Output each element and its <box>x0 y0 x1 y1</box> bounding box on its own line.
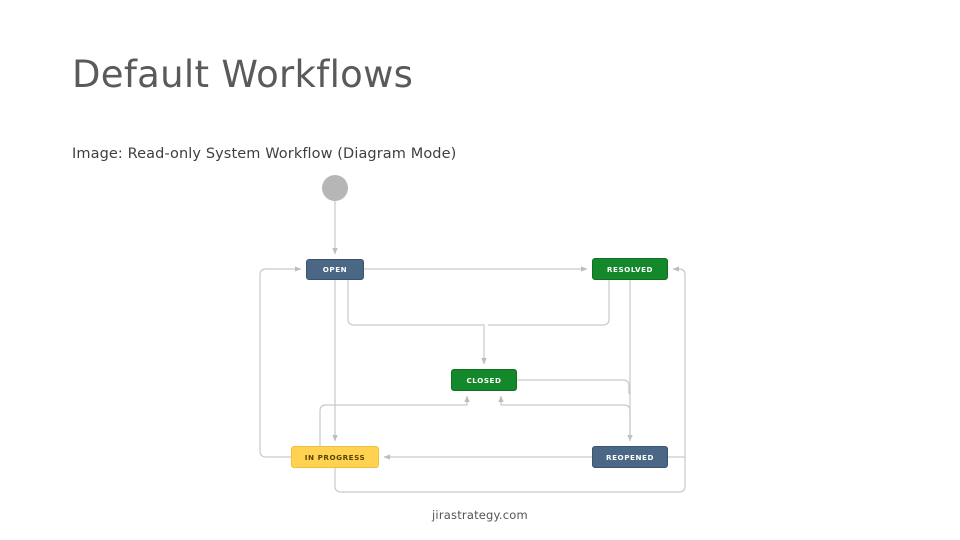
edge-reopened-to-closed <box>498 395 631 441</box>
edge-closed-to-reopened <box>517 379 630 394</box>
node-open[interactable]: OPEN <box>306 259 364 280</box>
edge-in-progress-to-resolved <box>334 266 686 493</box>
workflow-edges <box>259 201 686 493</box>
slide-subtitle: Image: Read-only System Workflow (Diagra… <box>72 146 457 162</box>
start-node <box>322 175 348 201</box>
page-title: Default Workflows <box>72 53 414 96</box>
edge-in-progress-to-closed <box>319 395 470 468</box>
node-resolved[interactable]: RESOLVED <box>592 258 668 280</box>
node-reopened[interactable]: REOPENED <box>592 446 668 468</box>
edge-in-progress-to-open <box>259 266 302 458</box>
edge-resolved-to-closed <box>488 280 610 326</box>
edge-open-to-closed <box>347 280 487 365</box>
node-closed[interactable]: CLOSED <box>451 369 517 391</box>
node-in-progress[interactable]: IN PROGRESS <box>291 446 379 468</box>
footer-attribution: jirastrategy.com <box>432 508 528 522</box>
workflow-diagram: OPEN RESOLVED CLOSED IN PROGRESS REOPENE… <box>248 168 700 498</box>
